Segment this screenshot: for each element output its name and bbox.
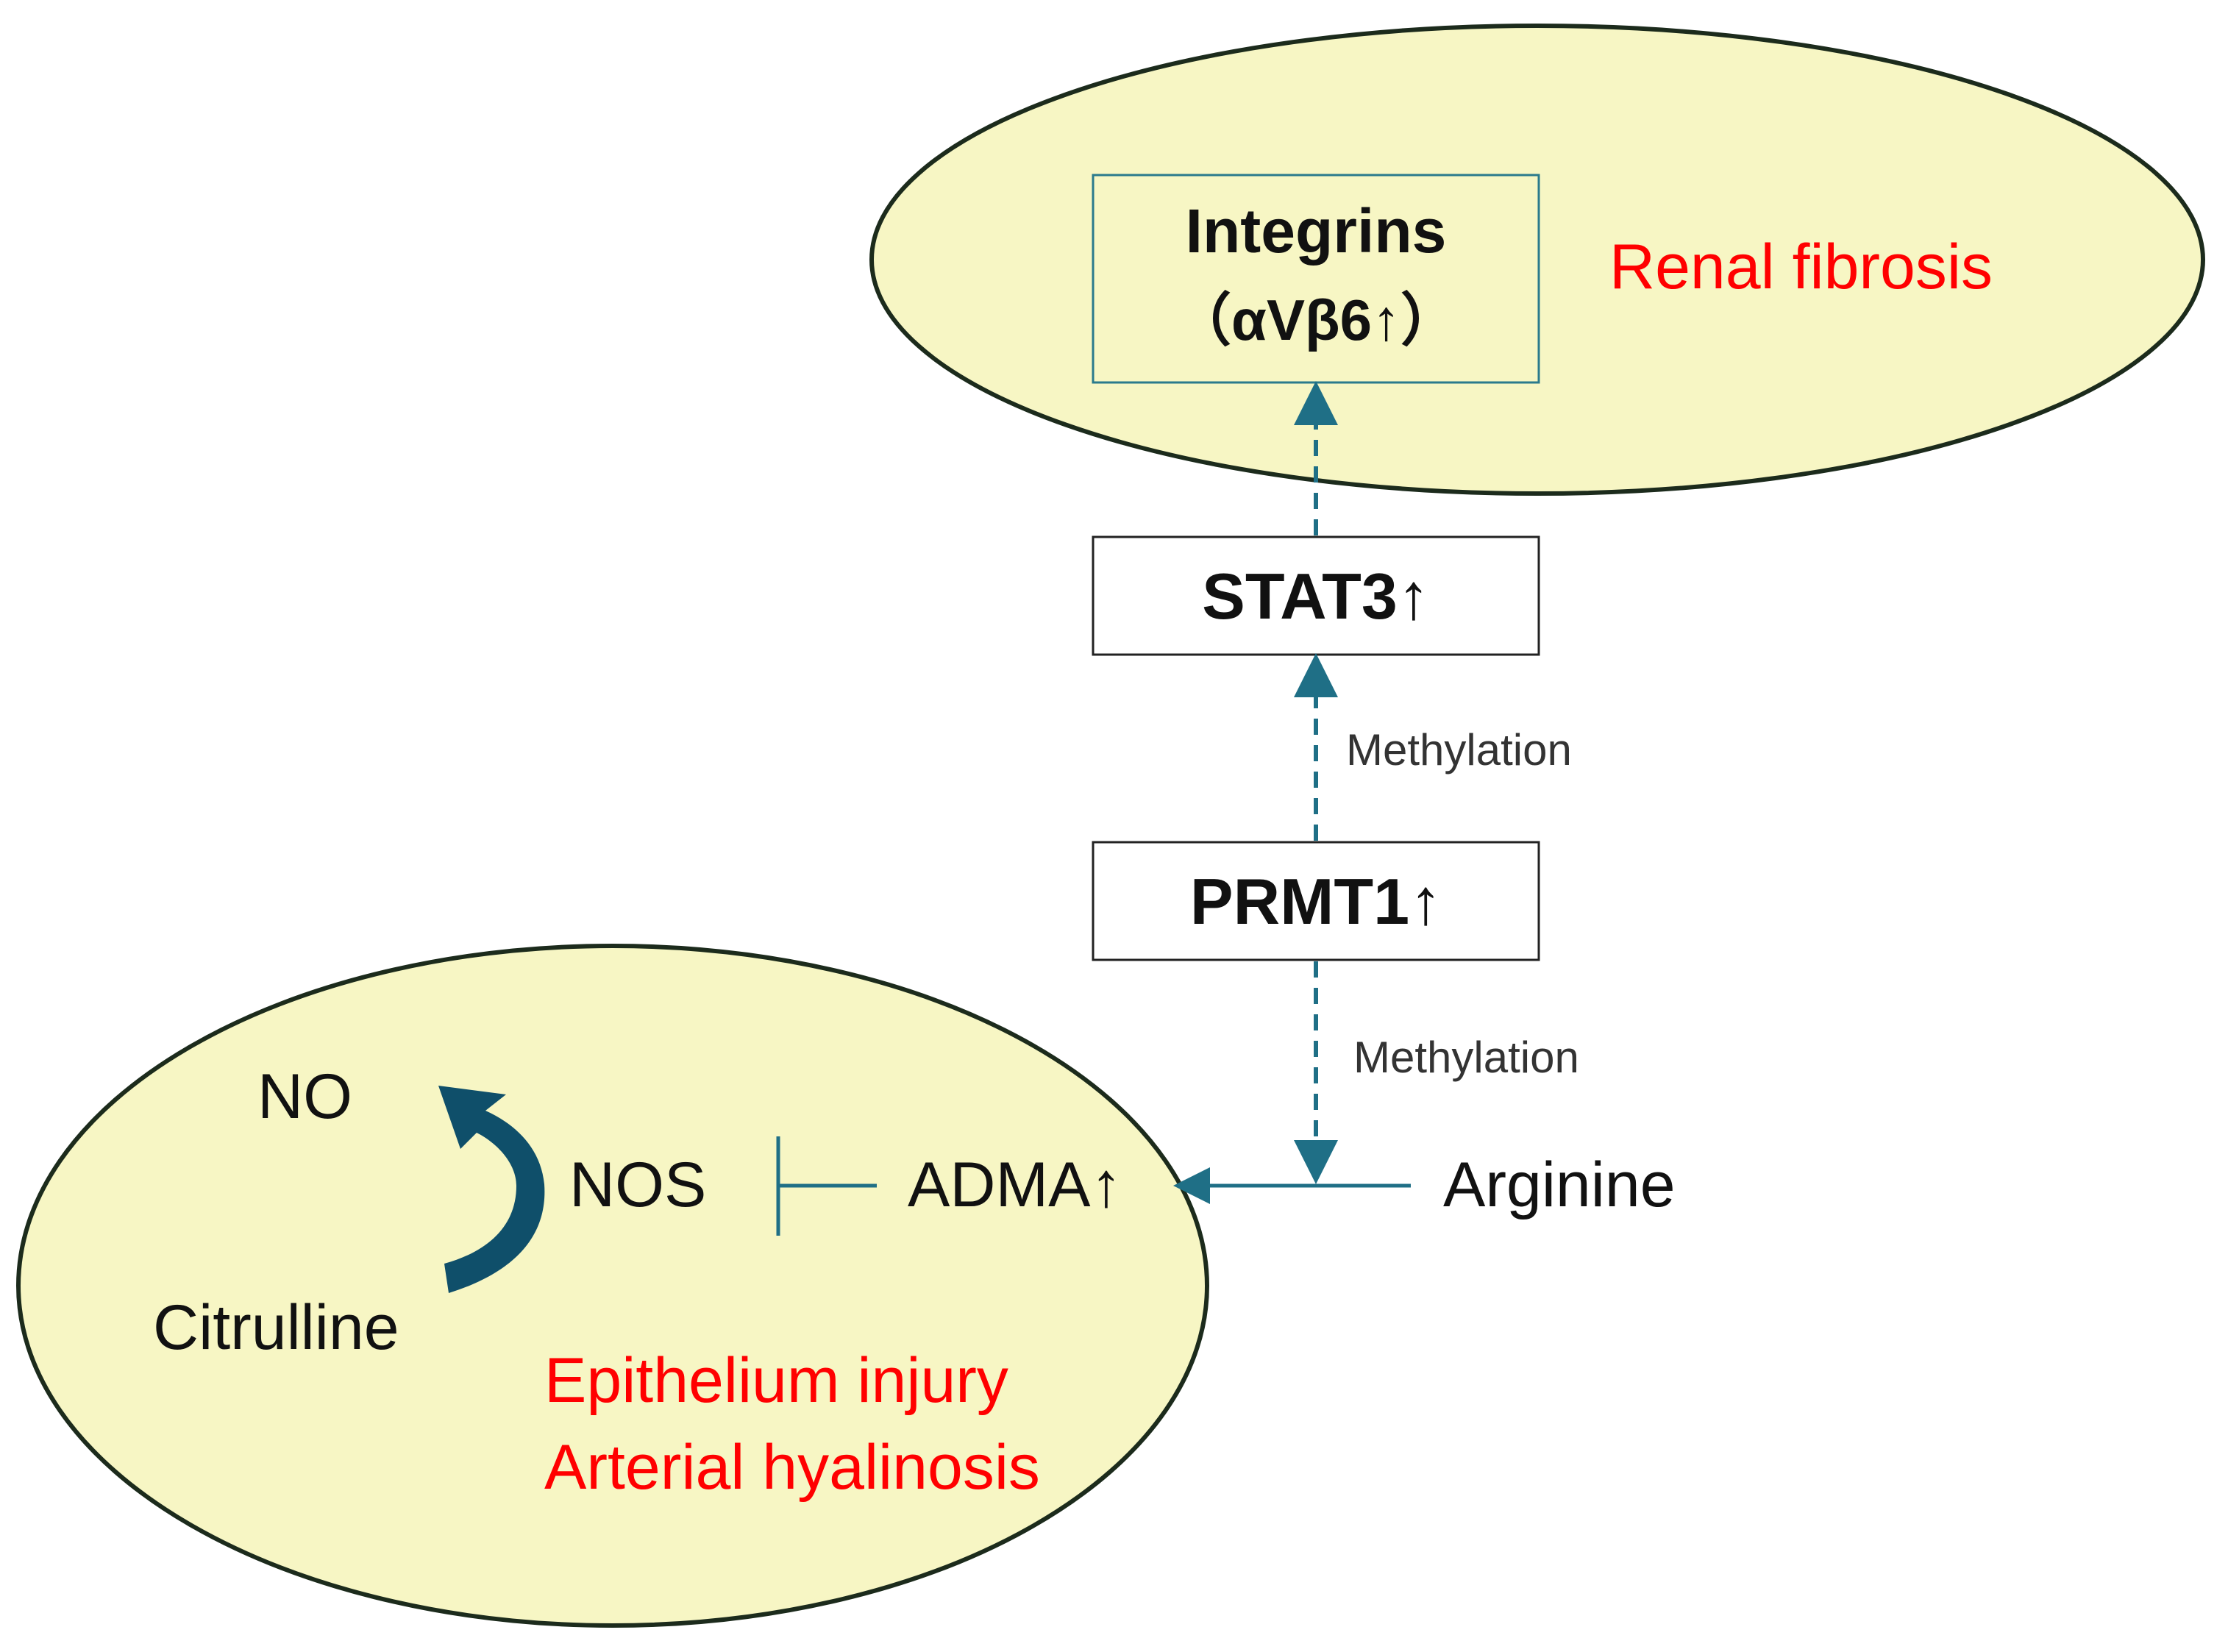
arterial-hyalinosis-label: Arterial hyalinosis	[544, 1432, 1040, 1503]
prmt1-box	[1092, 841, 1540, 961]
renal-fibrosis-label: Renal fibrosis	[1609, 232, 1993, 302]
citrulline-label: Citrulline	[153, 1292, 399, 1363]
citrulline-to-no-curved-arrow	[438, 1086, 545, 1293]
adma-label: ADMA↑	[908, 1150, 1122, 1220]
arginine-label: Arginine	[1443, 1150, 1676, 1220]
epithelium-injury-region	[16, 944, 1209, 1628]
methylation-label-lower: Methylation	[1353, 1033, 1579, 1082]
stat3-box	[1092, 535, 1540, 656]
integrins-subtype-label: （αVβ6↑）	[1174, 288, 1458, 352]
nos-label: NOS	[569, 1150, 707, 1220]
epithelium-injury-label: Epithelium injury	[544, 1345, 1008, 1416]
stat3-label: STAT3↑	[1202, 560, 1430, 633]
integrins-label: Integrins	[1185, 196, 1447, 266]
no-label: NO	[257, 1061, 352, 1132]
methylation-label-upper: Methylation	[1346, 725, 1572, 775]
prmt1-label: PRMT1↑	[1189, 865, 1442, 938]
